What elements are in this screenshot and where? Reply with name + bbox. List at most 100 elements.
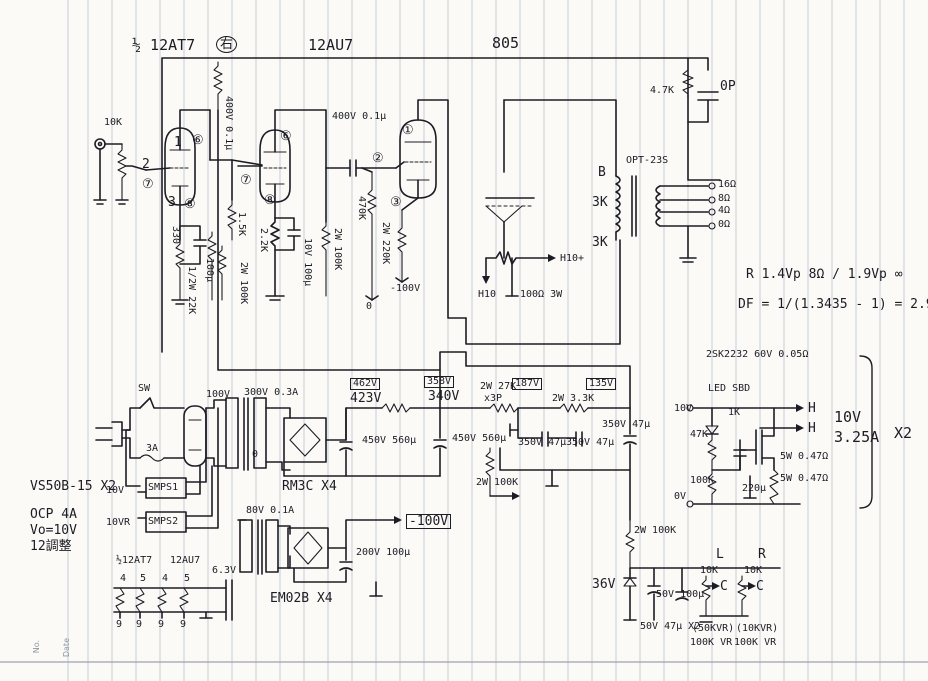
stage1-cathode-res: 330 — [170, 226, 181, 245]
stage1-pin-7: ⑦ — [142, 177, 154, 192]
bias-supply — [237, 516, 402, 597]
opt-tap-4: 4Ω — [718, 205, 731, 216]
stage2-tube-label: 12AU7 — [308, 36, 354, 54]
stage1-pin-8: ⑧ — [184, 197, 196, 212]
stage3-grid-res2: 2W 220K — [380, 222, 391, 265]
psu-cap-2: 450V 560μ — [452, 433, 507, 444]
stage1-cathode-res2: 1/2W 22K — [186, 266, 197, 315]
stage1-cathode-cap: 100μ — [204, 258, 215, 283]
psu-res-3-3k: 2W 3.3K — [552, 393, 595, 404]
heater-total-label: 10V 3.25A — [834, 408, 880, 446]
smps1-label: SMPS1 — [148, 482, 179, 493]
opt-model-label: OPT-23S — [626, 155, 669, 166]
smps-out-10vr: 10VR — [106, 517, 131, 528]
cathode-vr-1: 100K VR — [690, 637, 733, 648]
stage1-plate-cap: 400V 0.1μ — [223, 96, 234, 151]
stage1-res-1-5k: 1.5K — [236, 212, 247, 237]
heater-cap-label: 220μ — [742, 483, 767, 494]
stage2-cathode-cap: 10V 100μ — [302, 238, 313, 287]
stage1-plate-network — [209, 61, 263, 241]
opt-connection — [465, 99, 621, 345]
heater-res-47k: 47K — [690, 429, 709, 440]
power-switch-label: SW — [138, 383, 151, 394]
output-transformer — [615, 175, 716, 263]
note-output-ratio: R 1.4Vp 8Ω / 1.9Vp ∞ — [746, 267, 903, 282]
cathode-out-c-right: C — [756, 579, 764, 594]
stage3-pin-3: ③ — [390, 195, 402, 210]
led-sbd-label: LED SBD — [708, 383, 751, 394]
output-tube-label: 805 — [492, 34, 520, 52]
heater-regulator — [686, 355, 873, 509]
opt-tap-0: 0Ω — [718, 219, 731, 230]
opt-tap-8: 8Ω — [718, 193, 731, 204]
psu-zero-label: 0 — [252, 449, 259, 460]
bias-voltage-label: -100V — [390, 283, 421, 294]
heater-wiring-6-3v: 6.3V — [212, 565, 237, 576]
heater-bottom-9d: 9 — [180, 619, 187, 630]
bus-wire — [217, 109, 621, 371]
cathode-res-10k-a: 10K — [700, 565, 719, 576]
voltage-box-358: 358V — [424, 376, 455, 388]
input-stage — [93, 138, 147, 205]
psu-bleeder-res: 2W 100K — [476, 477, 519, 488]
opt-primary-3k-b: 3K — [592, 235, 608, 250]
heater-res-1k: 1K — [728, 407, 741, 418]
cathode-left-label: L — [716, 547, 724, 562]
psu-cap-5: 350V 47μ — [602, 419, 651, 430]
heater-x2-label: X2 — [894, 424, 913, 442]
heater-h10plus-label: H10+ — [560, 253, 585, 264]
stage2-pin-6: ⑥ — [280, 129, 292, 144]
nfb-cap-label: 0P — [720, 79, 736, 94]
heater-wiring-12au7: 12AU7 — [170, 555, 201, 566]
heater-pin-5a: 5 — [140, 573, 147, 584]
cathode-res-10k-b: 10K — [744, 565, 763, 576]
heater-res-label: 100Ω 3W — [520, 289, 563, 300]
heater-in-10v: 10V — [674, 403, 693, 414]
stage2-plate-network — [321, 159, 397, 301]
stage1-grid-res: 2W 100K — [238, 262, 249, 305]
heater-wiring-12at7: ½12AT7 — [116, 555, 153, 566]
heater-bottom-9b: 9 — [136, 619, 143, 630]
psu-res-27k-x3: x3P — [484, 393, 503, 404]
heater-pin-5b: 5 — [184, 573, 191, 584]
psu-cap-4: 350V 47μ — [566, 437, 615, 448]
heater-bottom-9a: 9 — [116, 619, 123, 630]
voltage-box-187: 187V — [512, 378, 543, 390]
power-supply — [95, 365, 637, 521]
heater-wiring — [113, 579, 233, 621]
heater-bottom-9c: 9 — [158, 619, 165, 630]
hv-secondary-label: 300V 0.3A — [244, 387, 299, 398]
voltage-box-462: 462V — [350, 378, 381, 390]
stage2-pin-8: ⑧ — [264, 193, 276, 208]
voltage-box-135: 135V — [586, 378, 617, 390]
bias-rect-label: EM02B X4 — [270, 591, 333, 606]
voltage-423: 423V — [350, 391, 382, 406]
margin-date-label: Date — [62, 638, 71, 658]
bias-out-label: -100V — [406, 514, 452, 529]
margin-no-label: No. — [32, 640, 41, 654]
stage3-pin-1: ① — [402, 123, 414, 138]
tube-12au7 — [237, 109, 327, 301]
opt-primary-3k-a: 3K — [592, 195, 608, 210]
smps-vo-label: Vo=10V — [30, 523, 77, 538]
bplus-rail — [161, 57, 721, 353]
cathode-right-label: R — [758, 547, 766, 562]
heater-res-100k: 100K — [690, 475, 715, 486]
heater-out-h2: H — [808, 421, 816, 436]
channel-mark: 右 — [216, 36, 238, 53]
bias-ac-label: 80V 0.1A — [246, 505, 295, 516]
rectifier-label: RM3C X4 — [282, 479, 337, 494]
cathode-out-c-left: C — [720, 579, 728, 594]
mosfet-label: 2SK2232 60V 0.05Ω — [706, 349, 809, 360]
smps-ocp-label: OCP 4A — [30, 507, 77, 522]
smps-section — [125, 407, 219, 533]
stage1-pin-3: 3 — [168, 195, 176, 210]
psu-res-27k: 2W 27K — [480, 381, 517, 392]
heater-pin-4a: 4 — [120, 573, 127, 584]
heater-sense-res-1: 5W 0.47Ω — [780, 451, 829, 462]
cathode-vr-2: 100K VR — [734, 637, 777, 648]
psu-cap-3: 350V 47μ — [518, 437, 567, 448]
stage1-pin-6: ⑥ — [192, 133, 204, 148]
